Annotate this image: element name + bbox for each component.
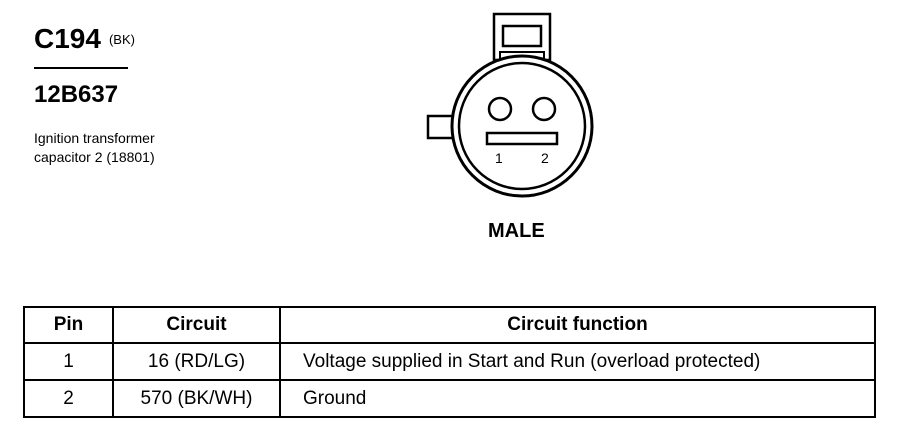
connector-face-diagram: [426, 12, 594, 198]
description-line-2: capacitor 2 (18801): [34, 149, 155, 165]
pin-2-cavity: [531, 96, 557, 122]
row-1-circuit: 16 (RD/LG): [112, 342, 281, 381]
connector-code: C194: [34, 23, 101, 54]
pinout-table: Pin Circuit Circuit function 1 16 (RD/LG…: [23, 306, 876, 418]
header-circuit: Circuit: [112, 306, 281, 344]
table-header-row: Pin Circuit Circuit function: [23, 306, 876, 344]
row-2-pin: 2: [23, 379, 114, 418]
pin-1-label: 1: [495, 150, 503, 166]
header-pin: Pin: [23, 306, 114, 344]
description-line-1: Ignition transformer: [34, 130, 155, 146]
connector-description: Ignition transformer capacitor 2 (18801): [34, 129, 155, 167]
locking-tab-slot: [501, 24, 543, 48]
pin-2-label: 2: [541, 150, 549, 166]
connector-header: C194 (BK): [34, 24, 135, 54]
latch-bar: [485, 131, 559, 146]
row-1-function: Voltage supplied in Start and Run (overl…: [279, 342, 876, 381]
row-2-circuit: 570 (BK/WH): [112, 379, 281, 418]
part-number: 12B637: [34, 81, 119, 108]
pin-1-cavity: [487, 96, 513, 122]
row-1-pin: 1: [23, 342, 114, 381]
table-row: 1 16 (RD/LG) Voltage supplied in Start a…: [23, 342, 876, 381]
connector-body-inner: [457, 61, 587, 191]
connector-color: (BK): [108, 32, 135, 47]
row-2-function: Ground: [279, 379, 876, 418]
table-row: 2 570 (BK/WH) Ground: [23, 379, 876, 418]
header-circuit-function: Circuit function: [279, 306, 876, 344]
header-underline: [34, 67, 128, 69]
connector-gender: MALE: [488, 220, 545, 242]
